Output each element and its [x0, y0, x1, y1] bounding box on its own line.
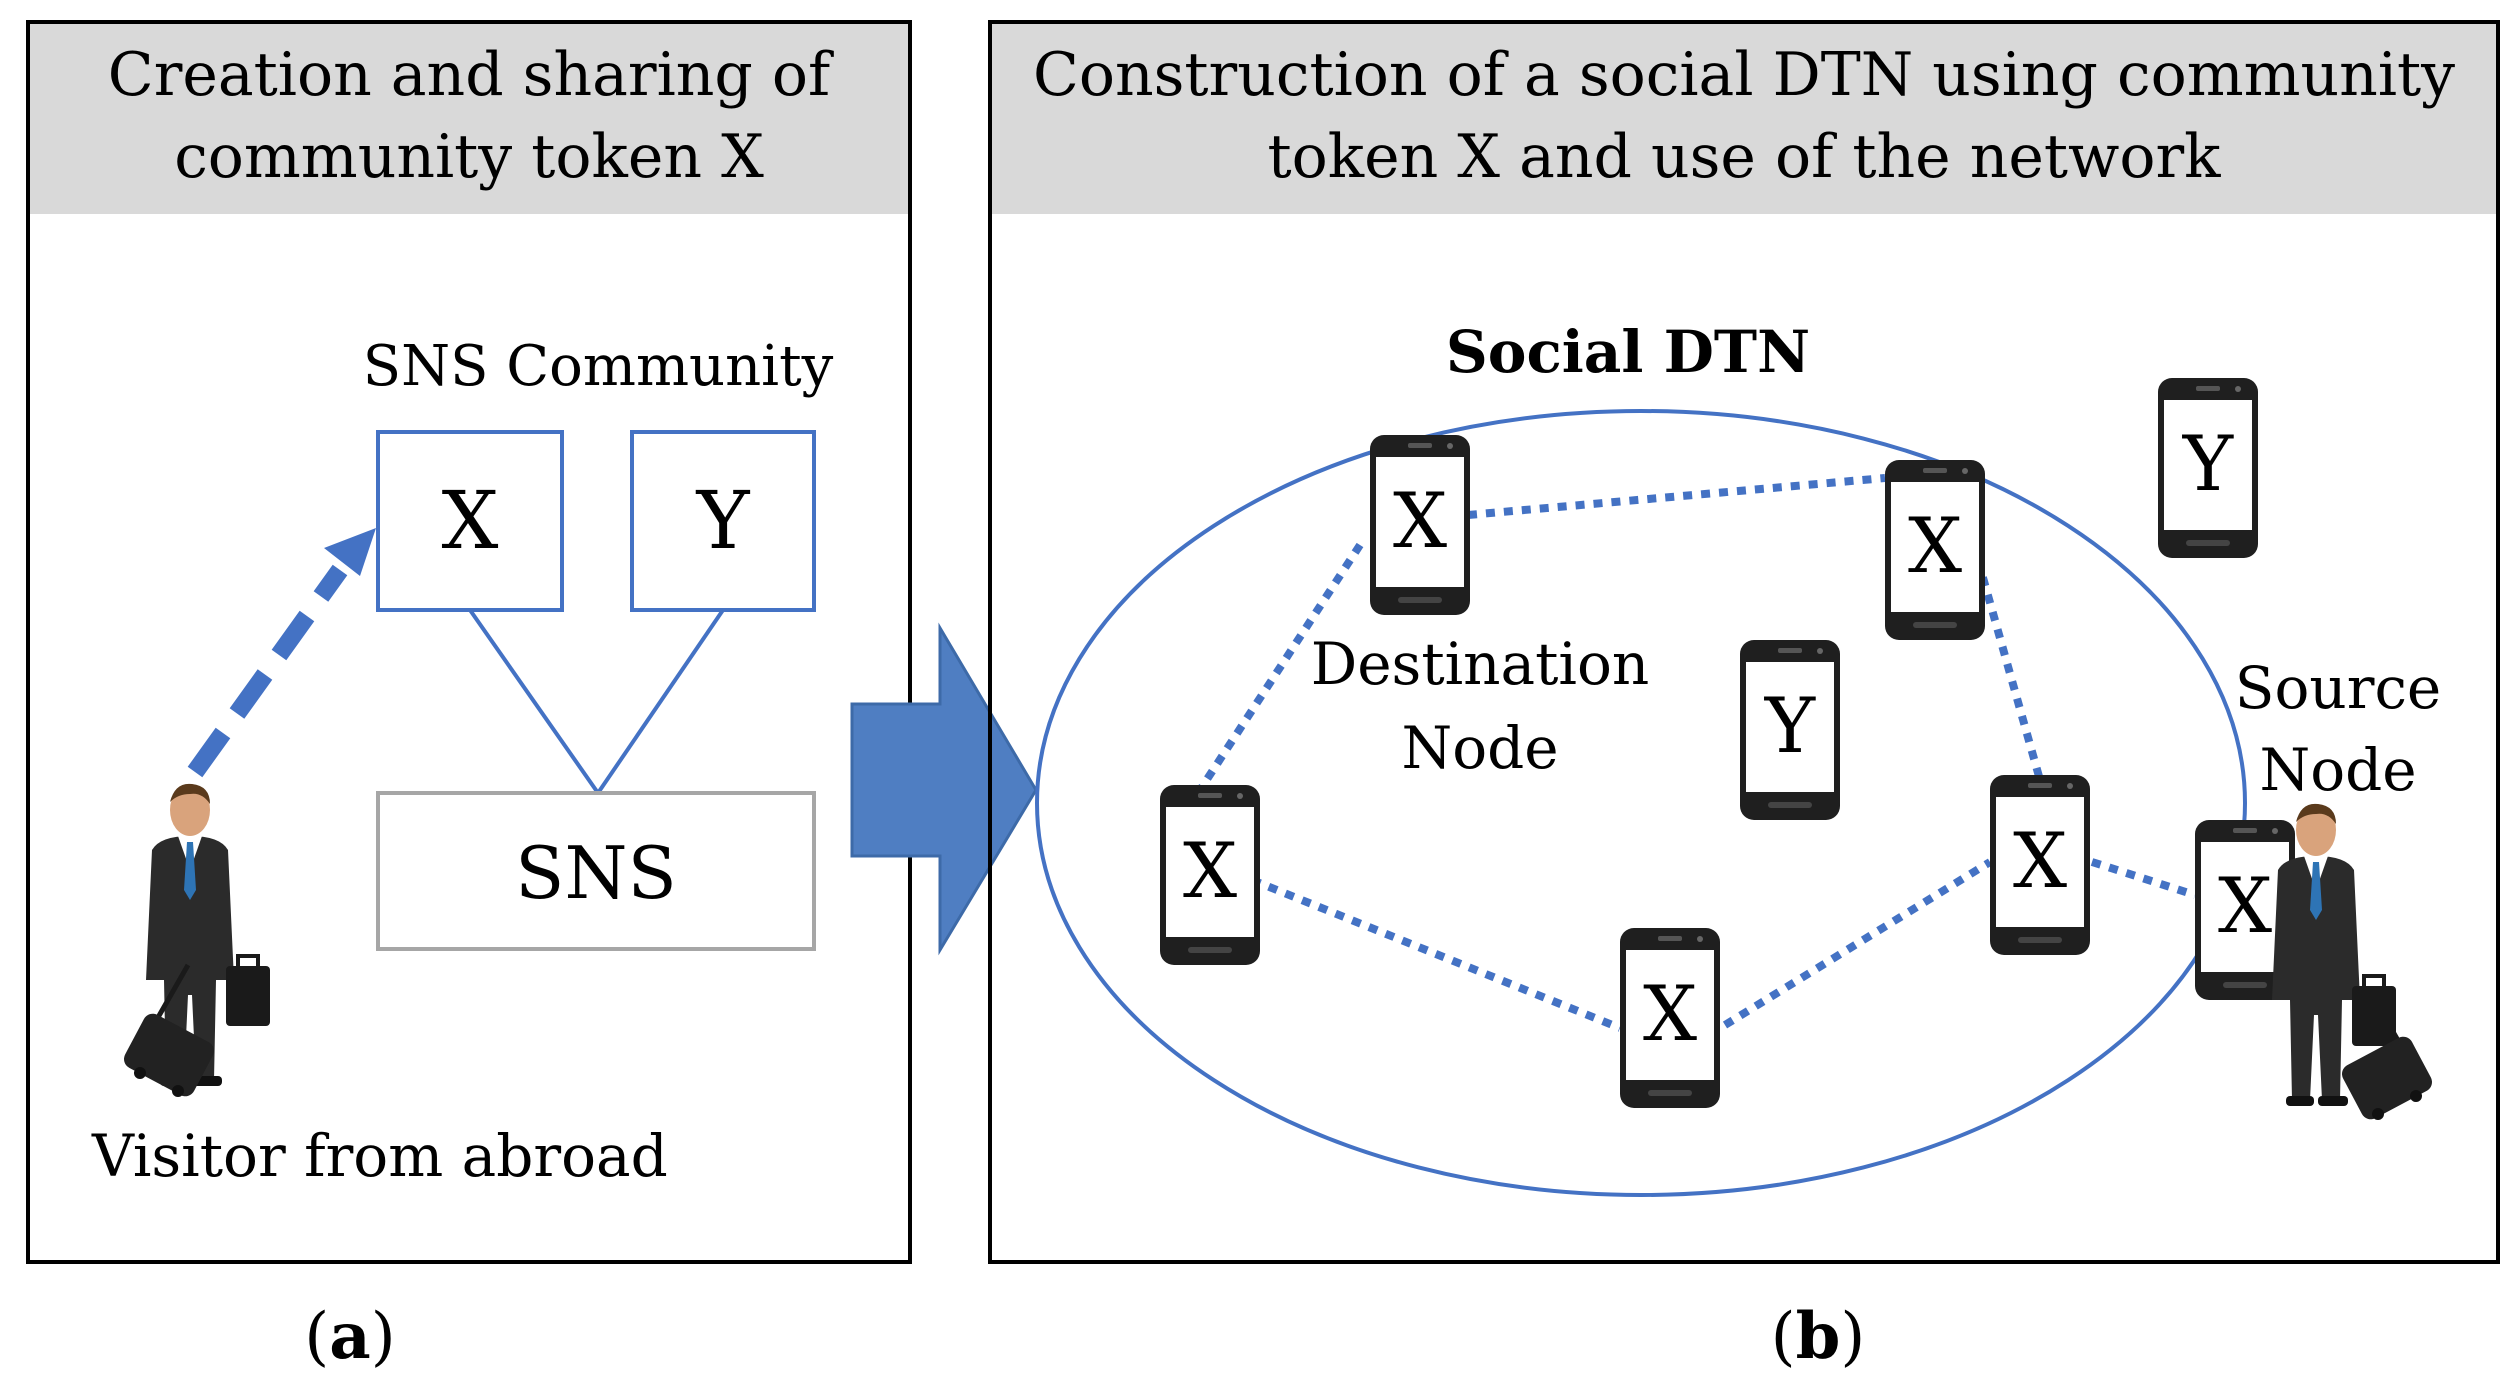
phone-node-y-outer: Y [2158, 378, 2258, 558]
phone-node-y-inner: Y [1740, 640, 1840, 820]
svg-text:X: X [2013, 816, 2067, 905]
panel-a-header [28, 22, 910, 214]
svg-text:X: X [1643, 969, 1697, 1058]
svg-text:X: X [2218, 861, 2272, 950]
share-arrow-head [324, 528, 376, 576]
connector-x-sns [468, 608, 600, 795]
panel-b: Construction of a social DTN using commu… [988, 20, 2500, 1264]
phone-node-5: X [1620, 928, 1720, 1108]
social-dtn-ellipse [1035, 409, 2247, 1197]
caption-a: (a) [304, 1299, 395, 1374]
panel-a: Creation and sharing of community token … [26, 20, 912, 1264]
source-label-line2: Node [2259, 736, 2416, 804]
panel-b-border [988, 20, 2500, 1264]
panel-b-title-line1: Construction of a social DTN using commu… [1033, 40, 2455, 110]
panel-b-header [990, 22, 2498, 214]
community-box-x-label: X [442, 474, 499, 567]
community-box-y-label: Y [696, 474, 751, 567]
svg-text:(a): (a) [304, 1299, 395, 1374]
social-dtn-label: Social DTN [1446, 318, 1810, 386]
connector-y-sns [596, 608, 725, 795]
sns-community-label: SNS Community [363, 334, 834, 399]
share-arrow-line [187, 564, 348, 778]
panel-b-title-line2: token X and use of the network [1267, 122, 2221, 192]
community-box-x [376, 430, 564, 612]
link-5 [1722, 858, 1993, 1029]
visitor-label: Visitor from abroad [91, 1122, 668, 1190]
phone-node-4: X [1160, 785, 1260, 965]
destination-label-line2: Node [1401, 714, 1558, 782]
panel-a-title-line1: Creation and sharing of [108, 40, 834, 110]
panel-a-border [26, 20, 912, 1264]
transition-arrow [850, 622, 1038, 956]
svg-text:Y: Y [1764, 681, 1816, 770]
svg-text:Y: Y [2182, 419, 2234, 508]
phone-node-2: X [1885, 460, 1985, 640]
svg-text:(b): (b) [1771, 1299, 1866, 1374]
destination-label-line1: Destination [1311, 630, 1650, 698]
link-3 [1196, 542, 1364, 793]
link-2 [1974, 558, 2044, 782]
phone-node-1: X [1370, 435, 1470, 615]
sns-box [376, 791, 816, 951]
link-1 [1467, 474, 1886, 519]
svg-text:X: X [1908, 501, 1962, 590]
phone-node-source: X [2195, 820, 2295, 1000]
sns-box-label: SNS [515, 831, 677, 915]
panel-a-title-line2: community token X [174, 122, 764, 192]
phone-node-3: X [1990, 775, 2090, 955]
source-label-line1: Source [2235, 654, 2442, 722]
dtn-links [1196, 474, 2197, 1032]
caption-b: (b) [1771, 1299, 1866, 1374]
link-4 [1250, 876, 1622, 1032]
svg-text:X: X [1393, 476, 1447, 565]
svg-text:X: X [1183, 826, 1237, 915]
link-6 [2090, 858, 2197, 899]
